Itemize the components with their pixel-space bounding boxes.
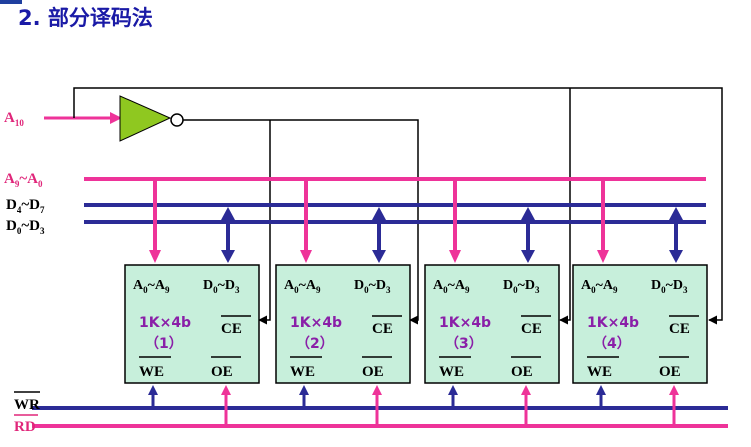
chip-body — [424, 264, 560, 384]
chip-number-label: （4） — [593, 336, 631, 352]
a10-input-arrowhead — [110, 112, 122, 124]
label-address-bus: A9~A0 — [4, 171, 43, 189]
label-data-bus-low: D0~D3 — [6, 218, 45, 236]
chip-ce-label: CE — [669, 321, 690, 337]
chip-ce-label: CE — [372, 321, 393, 337]
chip-size-label: 1K×4b — [290, 315, 342, 331]
chip-oe-label: OE — [362, 364, 384, 380]
chip-data-label: D0~D3 — [354, 278, 391, 295]
chip-we-label: WE — [290, 364, 315, 380]
chip-size-label: 1K×4b — [439, 315, 491, 331]
label-wr: WR — [14, 397, 40, 413]
chip-size-label: 1K×4b — [139, 315, 191, 331]
chip-we-arrowhead — [148, 385, 158, 395]
a10-branch-chip3 — [559, 88, 571, 325]
chip-data-arrow-down — [221, 250, 235, 263]
label-rd: RD — [14, 419, 36, 435]
chip-address-label: A0~A9 — [433, 278, 470, 295]
memory-chip-3: A0~A9 D0~D3 1K×4b （3） CE WE OE — [424, 179, 560, 424]
a10-inverted-branch-chip1 — [258, 120, 271, 325]
chip-address-label: A0~A9 — [284, 278, 321, 295]
chip-oe-label: OE — [511, 364, 533, 380]
chip-body — [275, 264, 411, 384]
chip-number-label: （1） — [145, 336, 183, 352]
chip-data-label: D0~D3 — [503, 278, 540, 295]
chip-number-label: （2） — [296, 336, 334, 352]
chip-data-arrow-down — [521, 250, 535, 263]
chip-address-arrowhead — [149, 250, 161, 263]
chip-data-arrow-down — [669, 250, 683, 263]
chip-data-arrow-up — [372, 207, 386, 220]
chip-oe-arrowhead — [372, 385, 382, 395]
chip-oe-label: OE — [659, 364, 681, 380]
chip-address-arrowhead — [449, 250, 461, 263]
chip-ce-label: CE — [221, 321, 242, 337]
chip-data-arrow-up — [521, 207, 535, 220]
slide-title-bar: 2. 部分译码法 — [0, 0, 751, 32]
chip-ce-label: CE — [521, 321, 542, 337]
inverter-gate — [119, 95, 172, 142]
chip-data-label: D0~D3 — [203, 278, 240, 295]
chip-we-label: WE — [139, 364, 164, 380]
chip-oe-arrowhead — [221, 385, 231, 395]
chip-we-arrowhead — [448, 385, 458, 395]
chip-we-label: WE — [439, 364, 464, 380]
memory-chip-4: A0~A9 D0~D3 1K×4b （4） CE WE OE — [572, 179, 708, 424]
chip-address-label: A0~A9 — [581, 278, 618, 295]
chip-we-label: WE — [587, 364, 612, 380]
label-a10: A10 — [4, 110, 24, 128]
chip-we-arrowhead — [299, 385, 309, 395]
chip-we-arrowhead — [596, 385, 606, 395]
chip-address-arrowhead — [300, 250, 312, 263]
chip-data-arrow-up — [221, 207, 235, 220]
chip-oe-label: OE — [211, 364, 233, 380]
chip-oe-arrowhead — [521, 385, 531, 395]
chip-data-arrow-down — [372, 250, 386, 263]
inverter-bubble — [170, 113, 184, 127]
chip-data-arrow-up — [669, 207, 683, 220]
title-accent-bar — [0, 0, 22, 4]
memory-chip-1: A0~A9 D0~D3 1K×4b （1） CE WE OE — [124, 179, 260, 424]
chip-number-label: （3） — [445, 336, 483, 352]
memory-chips: A0~A9 D0~D3 1K×4b （1） CE WE OE A0~A9 D0~D3 1K×4b （… — [124, 179, 708, 424]
chip-body — [124, 264, 260, 384]
chip-size-label: 1K×4b — [587, 315, 639, 331]
chip-address-arrowhead — [597, 250, 609, 263]
label-data-bus-high: D4~D7 — [6, 197, 45, 215]
a10-direct-wire — [73, 87, 723, 325]
chip-data-label: D0~D3 — [651, 278, 688, 295]
memory-chip-2: A0~A9 D0~D3 1K×4b （2） CE WE OE — [275, 179, 411, 424]
chip-oe-arrowhead — [669, 385, 679, 395]
slide-title: 2. 部分译码法 — [18, 6, 153, 30]
chip-address-label: A0~A9 — [133, 278, 170, 295]
chip-body — [572, 264, 708, 384]
